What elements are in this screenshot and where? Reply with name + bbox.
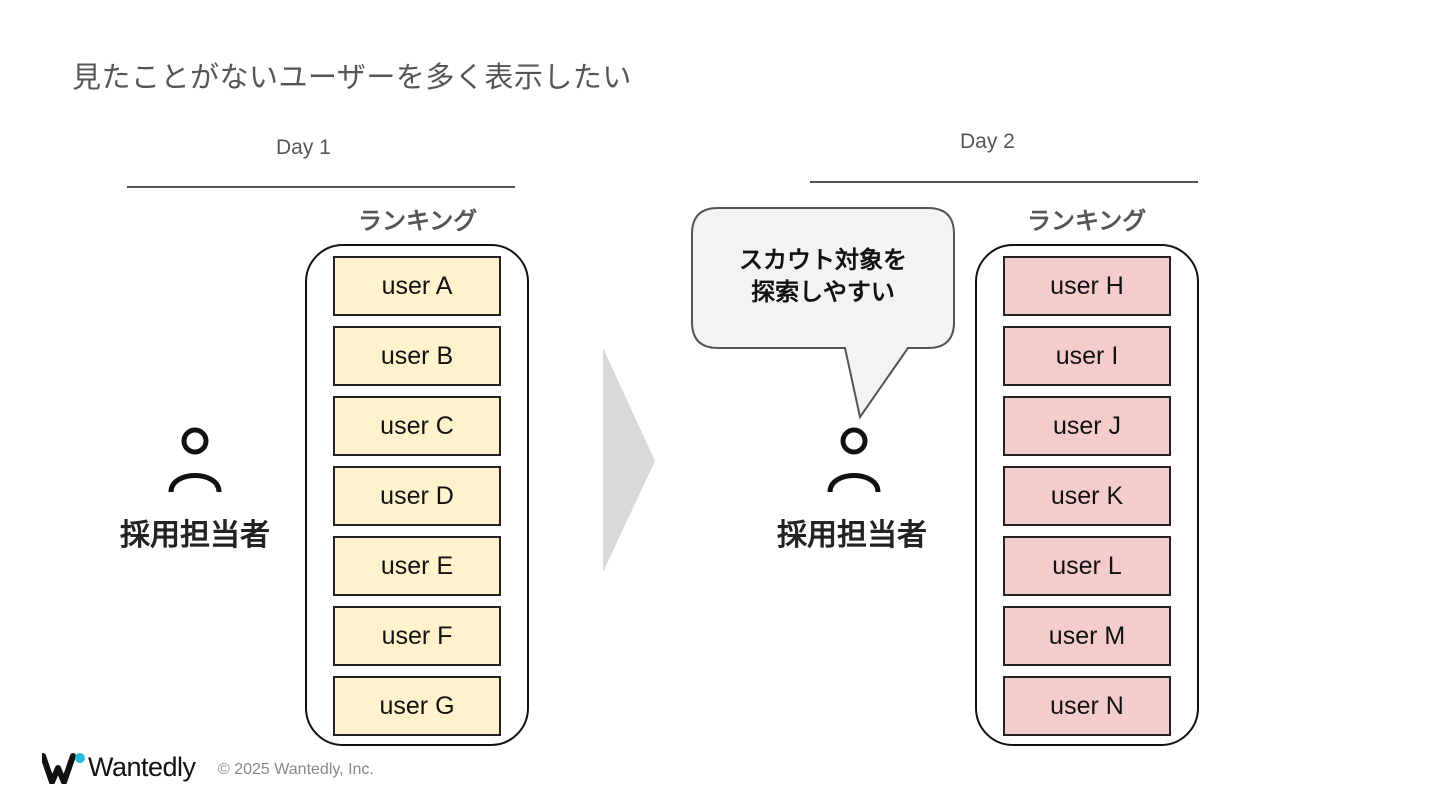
arrow-right-icon	[603, 348, 655, 572]
day1-ranking-list: user A user B user C user D user E user …	[305, 244, 529, 746]
day2-user-item: user N	[1003, 676, 1171, 736]
wantedly-logo-text: Wantedly	[88, 752, 196, 782]
day2-person-label: 採用担当者	[777, 518, 927, 553]
person-icon	[827, 427, 881, 493]
day1-divider	[127, 186, 515, 188]
day2-ranking-title: ランキング	[1027, 207, 1147, 235]
day2-ranking-list: user H user I user J user K user L user …	[975, 244, 1199, 746]
day2-user-item: user I	[1003, 326, 1171, 386]
day1-user-item: user F	[333, 606, 501, 666]
day1-user-item: user B	[333, 326, 501, 386]
day2-user-item: user H	[1003, 256, 1171, 316]
day1-person-label: 採用担当者	[120, 518, 270, 553]
day2-user-item: user L	[1003, 536, 1171, 596]
speech-bubble	[691, 207, 955, 420]
day2-label: Day 2	[960, 130, 1015, 153]
day1-label: Day 1	[276, 136, 331, 159]
day2-user-item: user M	[1003, 606, 1171, 666]
slide-title: 見たことがないユーザーを多く表示したい	[72, 60, 632, 94]
speech-bubble-line2: 探索しやすい	[751, 278, 895, 306]
day1-user-item: user C	[333, 396, 501, 456]
copyright-text: © 2025 Wantedly, Inc.	[218, 761, 374, 778]
day1-user-item: user A	[333, 256, 501, 316]
day1-ranking-title: ランキング	[358, 207, 478, 235]
day2-user-item: user K	[1003, 466, 1171, 526]
wantedly-logo-icon	[42, 753, 85, 784]
day1-user-item: user G	[333, 676, 501, 736]
day1-user-item: user E	[333, 536, 501, 596]
day2-user-item: user J	[1003, 396, 1171, 456]
day1-user-item: user D	[333, 466, 501, 526]
person-icon	[168, 427, 222, 493]
day2-divider	[810, 181, 1198, 183]
speech-bubble-line1: スカウト対象を	[739, 246, 907, 274]
speech-bubble-text: スカウト対象を 探索しやすい	[720, 244, 926, 308]
